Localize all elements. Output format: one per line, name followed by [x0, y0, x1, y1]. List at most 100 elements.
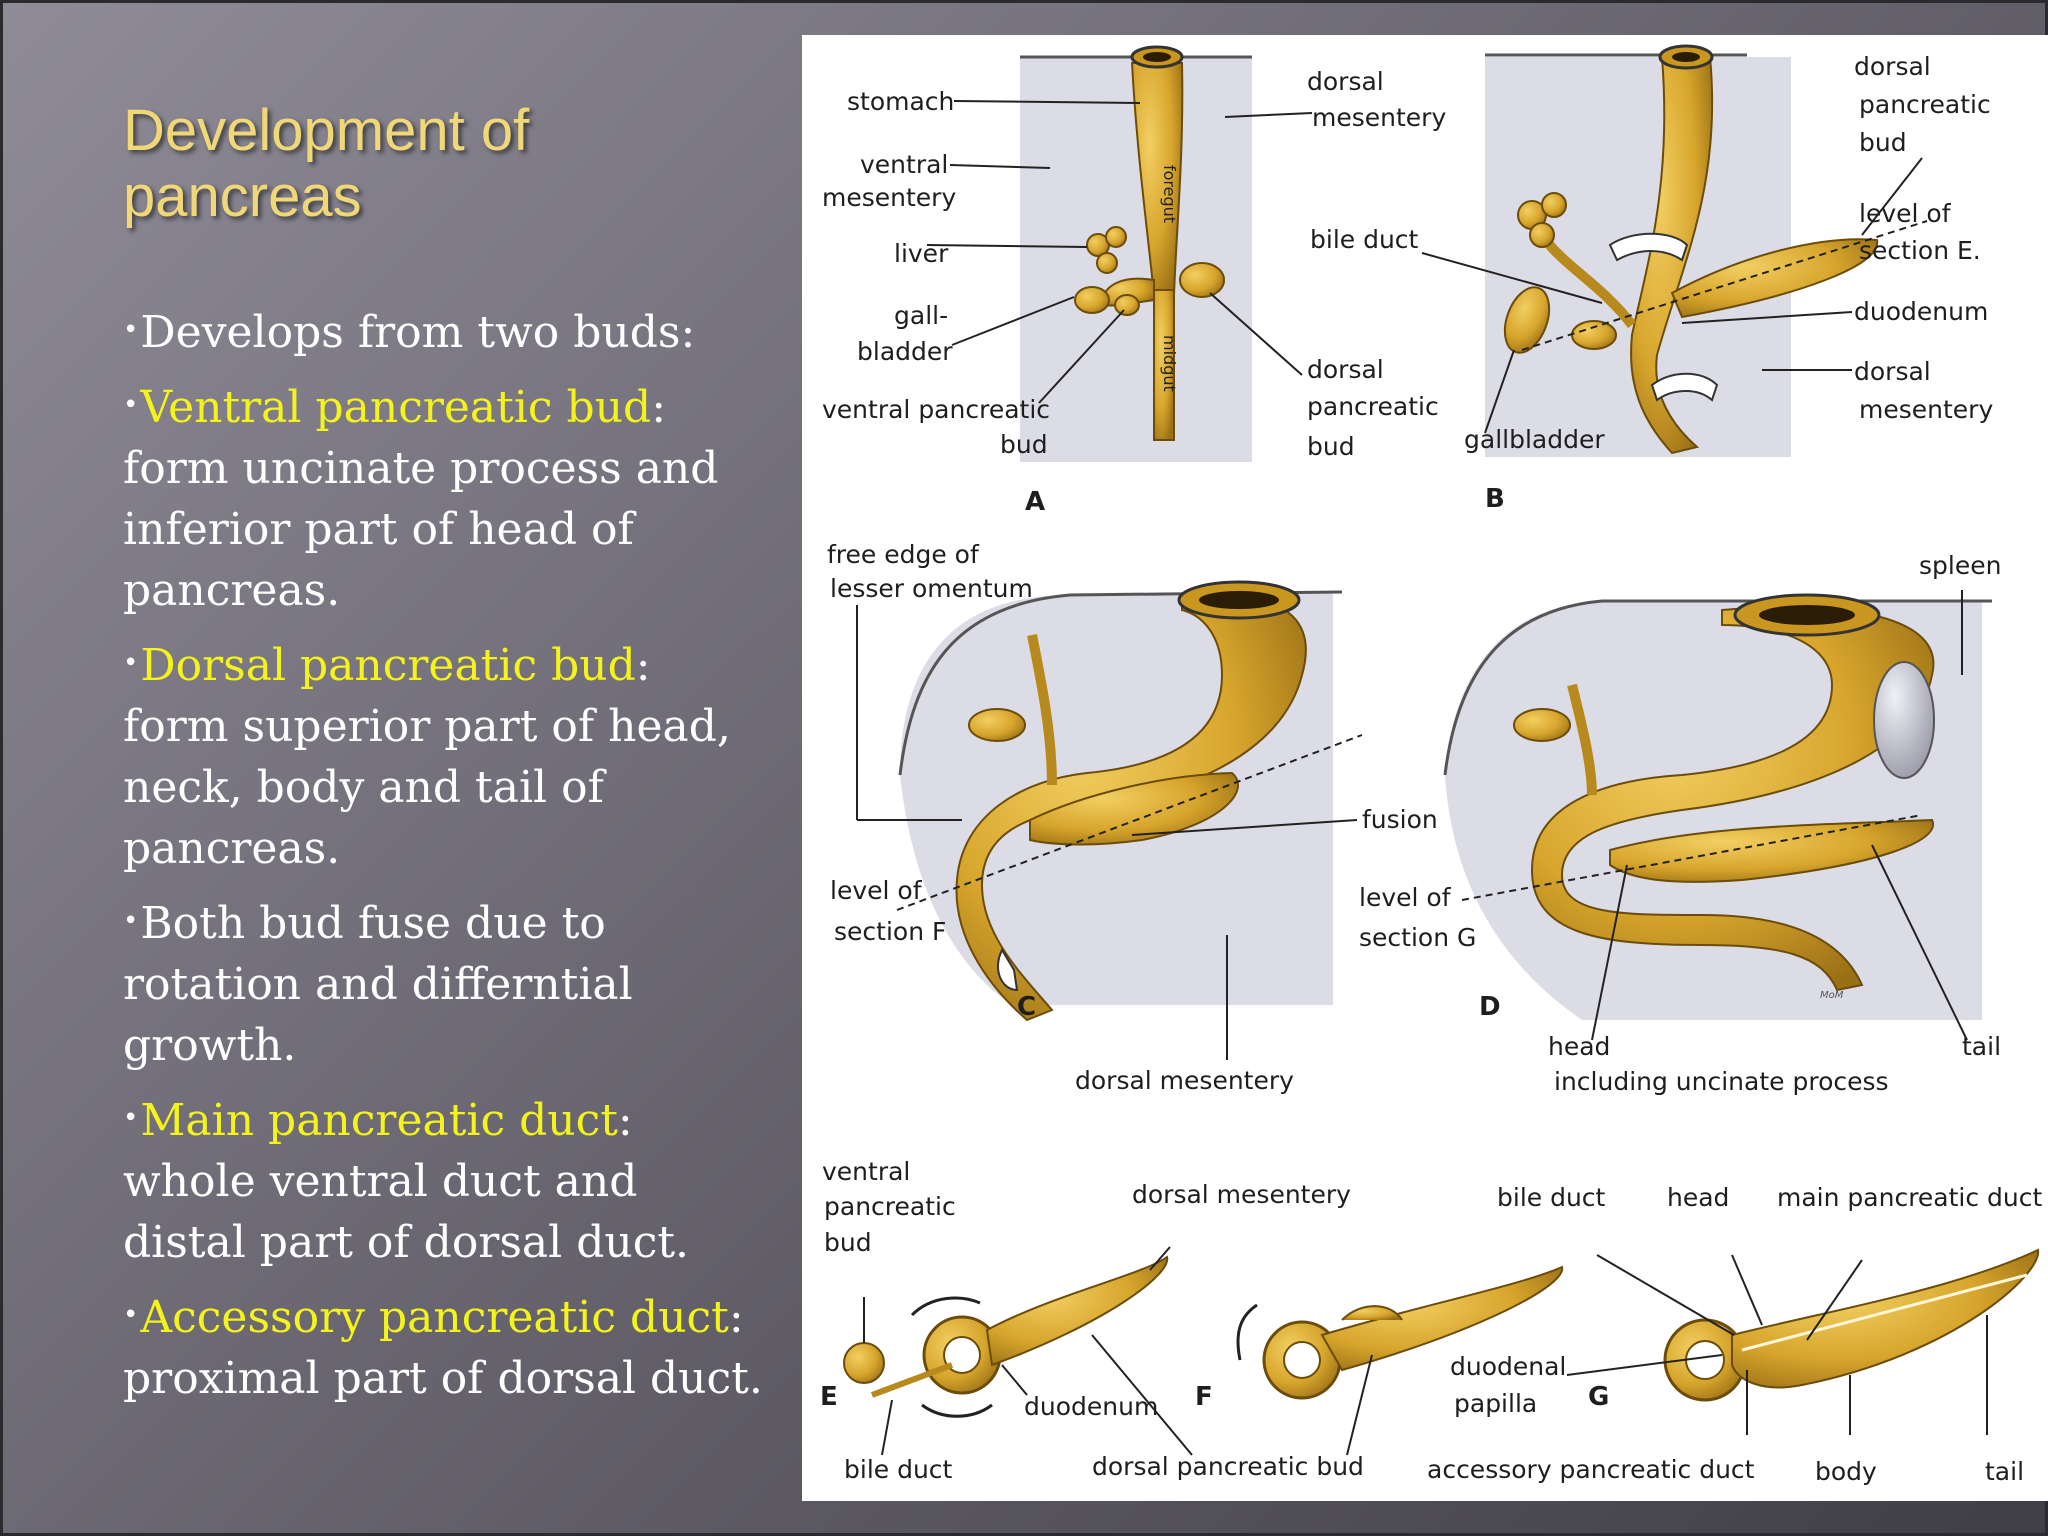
pancreas-development-figure: foregut midgut	[802, 35, 2048, 1501]
ventral-bud-a	[1114, 294, 1140, 316]
label-ventral-bud-a-1: ventral pancreatic	[822, 395, 1051, 424]
slide-title: Development of pancreas	[123, 98, 723, 230]
illustrator-signature: MoM	[1820, 990, 1844, 1001]
bullet-list: •Develops from two buds: •Ventral pancre…	[123, 300, 763, 1421]
bullet-text: : whole ventral duct and distal part of …	[123, 1095, 690, 1268]
label-level-e-1: level of	[1859, 199, 1951, 228]
label-head-g: head	[1667, 1183, 1730, 1212]
dorsal-bud-e	[985, 1255, 1169, 1367]
label-fusion: fusion	[1362, 805, 1438, 834]
bullet-item: •Accessory pancreatic duct: proximal par…	[123, 1285, 763, 1409]
panel-label-c: C	[1017, 992, 1037, 1022]
section-f-dashed-line	[896, 734, 1363, 911]
bullet-dot: •	[123, 648, 139, 678]
foregut-vertical-label: foregut	[1160, 165, 1179, 223]
label-level-e-2: section E.	[1859, 236, 1981, 265]
stomach-duodenum-d	[1530, 606, 1935, 992]
pancreas-d	[1609, 818, 1935, 883]
dorsal-bud-a	[1179, 262, 1225, 298]
panel-label-e: E	[820, 1382, 838, 1412]
pancreas-c	[1029, 771, 1239, 846]
bullet-item: •Main pancreatic duct: whole ventral duc…	[123, 1088, 763, 1273]
label-dorsal-mesentery-c: dorsal mesentery	[1075, 1066, 1294, 1095]
label-level-f-1: level of	[830, 876, 922, 905]
label-head-d-1: head	[1548, 1032, 1611, 1061]
label-tail-g: tail	[1985, 1457, 2025, 1486]
ventral-bud-b	[1571, 320, 1617, 350]
label-duodenal-papilla-2: papilla	[1454, 1389, 1538, 1418]
bullet-text: Both bud fuse due to rotation and differ…	[123, 898, 633, 1071]
gallbladder-c	[968, 708, 1026, 742]
label-dorsal-mesentery-a-2: mesentery	[1312, 103, 1447, 132]
label-main-duct-g: main pancreatic duct	[1777, 1183, 2043, 1212]
label-ventral-bud-e-2: pancreatic	[824, 1192, 956, 1221]
label-head-d-2: including uncinate process	[1554, 1067, 1889, 1096]
panel-e-drawing	[843, 1246, 1193, 1456]
bullet-highlight: Main pancreatic duct	[140, 1095, 618, 1146]
label-dorsal-bud-b-3: bud	[1859, 128, 1907, 157]
panel-c-drawing	[856, 580, 1363, 1060]
label-ventral-bud-e-1: ventral	[822, 1157, 911, 1186]
title-line-1: Development of	[123, 98, 530, 163]
dorsal-bud-f	[1320, 1265, 1564, 1372]
gallbladder-b	[1503, 286, 1551, 354]
label-dorsal-bud-a-3: bud	[1307, 432, 1355, 461]
label-body-g: body	[1815, 1457, 1877, 1486]
label-bile-duct-e: bile duct	[844, 1455, 953, 1484]
dorsal-bud-b	[1670, 238, 1879, 319]
panel-label-g: G	[1588, 1382, 1610, 1412]
bullet-text: Develops from two buds:	[140, 307, 696, 358]
section-g-dashed-line	[1461, 814, 1923, 901]
label-level-f-2: section F	[834, 917, 947, 946]
label-free-edge-2: lesser omentum	[830, 574, 1033, 603]
label-level-g-1: level of	[1359, 883, 1451, 912]
label-spleen: spleen	[1919, 551, 2002, 580]
label-duodenum-b: duodenum	[1854, 297, 1989, 326]
label-dorsal-bud-ef: dorsal pancreatic bud	[1092, 1452, 1364, 1481]
bullet-item: •Develops from two buds:	[123, 300, 763, 363]
label-dorsal-bud-b-2: pancreatic	[1859, 90, 1991, 119]
label-dorsal-bud-a-2: pancreatic	[1307, 392, 1439, 421]
bullet-dot: •	[123, 315, 139, 345]
bullet-item: •Dorsal pancreatic bud: form superior pa…	[123, 633, 763, 879]
bullet-highlight: Accessory pancreatic duct	[140, 1292, 729, 1343]
panel-label-b: B	[1485, 484, 1505, 514]
bullet-item: •Ventral pancreatic bud: form uncinate p…	[123, 375, 763, 621]
label-level-g-2: section G	[1359, 923, 1477, 952]
label-gallbladder-a-2: bladder	[857, 337, 953, 366]
label-ventral-mesentery-2: mesentery	[822, 183, 957, 212]
bullet-text: : form uncinate process and inferior par…	[123, 382, 719, 616]
bullet-highlight: Ventral pancreatic bud	[140, 382, 652, 433]
label-ventral-bud-e-3: bud	[824, 1228, 872, 1257]
panel-b-drawing	[1421, 44, 1928, 457]
panel-label-d: D	[1479, 992, 1501, 1022]
bullet-text: : proximal part of dorsal duct.	[123, 1292, 763, 1404]
label-dorsal-mesentery-a-1: dorsal	[1307, 67, 1384, 96]
ventral-bud-e	[843, 1342, 885, 1384]
label-bile-duct-g: bile duct	[1497, 1183, 1606, 1212]
label-accessory-duct-g: accessory pancreatic duct	[1427, 1455, 1755, 1484]
label-tail-d: tail	[1962, 1032, 2002, 1061]
label-gallbladder-a-1: gall-	[894, 301, 949, 330]
label-duodenum-e: duodenum	[1024, 1392, 1159, 1421]
bullet-dot: •	[123, 906, 139, 936]
gallbladder-a	[1074, 286, 1110, 314]
bullet-dot: •	[123, 1103, 139, 1133]
title-line-2: pancreas	[123, 164, 362, 229]
bullet-dot: •	[123, 390, 139, 420]
panel-f-drawing	[1236, 1265, 1564, 1456]
figure-drawing: foregut midgut	[843, 44, 2040, 1456]
label-ventral-mesentery-1: ventral	[860, 150, 949, 179]
label-dorsal-bud-b-1: dorsal	[1854, 52, 1931, 81]
section-e-dashed-line	[1521, 220, 1928, 351]
label-free-edge-1: free edge of	[827, 540, 979, 569]
rotation-arrow-upper-b	[1608, 232, 1689, 262]
label-stomach: stomach	[847, 87, 955, 116]
panel-a-drawing: foregut midgut	[926, 45, 1313, 462]
foregut-tube-a	[1153, 289, 1175, 441]
bullet-item: •Both bud fuse due to rotation and diffe…	[123, 891, 763, 1076]
panel-g-drawing	[1566, 1248, 2040, 1435]
pancreas-g	[1731, 1248, 2040, 1389]
panel-label-f: F	[1195, 1382, 1213, 1412]
label-ventral-bud-a-2: bud	[1000, 430, 1048, 459]
